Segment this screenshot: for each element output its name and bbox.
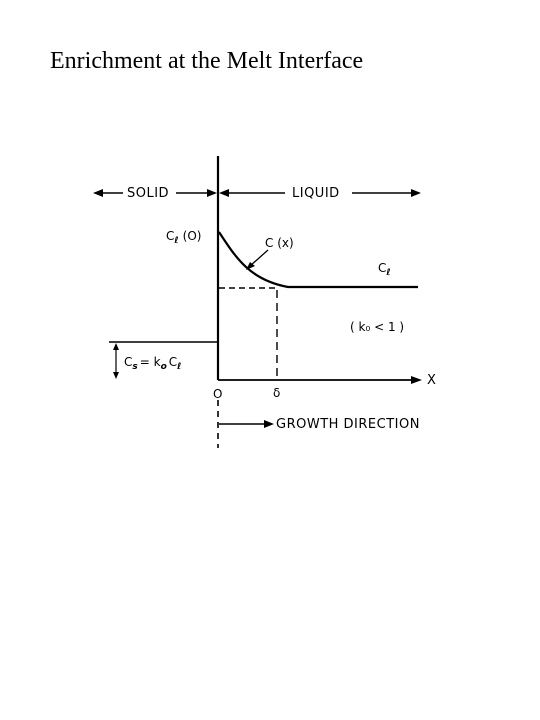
- x-axis-arrowhead: [411, 376, 422, 384]
- liquid-arrowhead: [411, 189, 421, 197]
- growth-arrowhead: [264, 420, 274, 428]
- k-condition-label: ( k₀ < 1 ): [350, 320, 404, 334]
- x-axis-label: X: [427, 373, 436, 388]
- cx-pointer: [249, 249, 269, 267]
- solid-arrow-right-head: [207, 189, 217, 197]
- liquid-label: LIQUID: [292, 186, 340, 201]
- solid-arrowhead: [93, 189, 103, 197]
- cx-pointer-head: [246, 262, 255, 270]
- page-title: Enrichment at the Melt Interface: [50, 48, 364, 74]
- cx-label: C (x): [265, 236, 294, 250]
- cs-dimension-arrow-top: [113, 343, 119, 350]
- solid-label: SOLID: [127, 186, 169, 201]
- cs-dimension-arrow-bottom: [113, 372, 119, 379]
- concentration-curve: [218, 231, 418, 289]
- cl-label: Cℓ: [378, 261, 391, 278]
- cl0-label: Cℓ(O): [166, 229, 201, 246]
- liquid-arrow-left-head: [219, 189, 229, 197]
- delta-label: δ: [273, 386, 280, 400]
- origin-label: O: [213, 387, 222, 401]
- growth-direction-label: GROWTH DIRECTION: [276, 417, 420, 432]
